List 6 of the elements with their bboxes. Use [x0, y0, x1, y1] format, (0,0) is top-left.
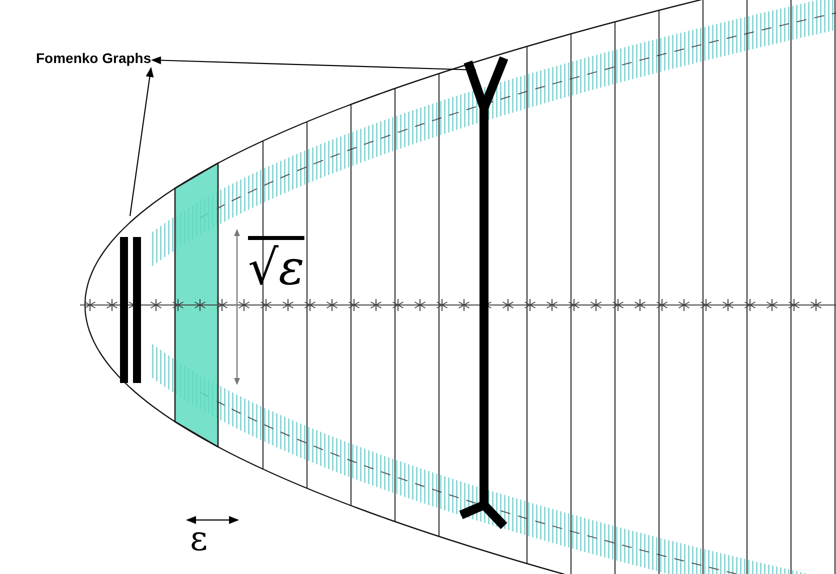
arrow — [151, 56, 476, 71]
y-graph-drawing — [456, 54, 508, 530]
arrow — [129, 67, 154, 216]
graph-label: Fomenko Graphs — [36, 50, 152, 66]
double-bar-drawing — [120, 237, 141, 383]
epsilon-label: ε — [190, 522, 208, 556]
